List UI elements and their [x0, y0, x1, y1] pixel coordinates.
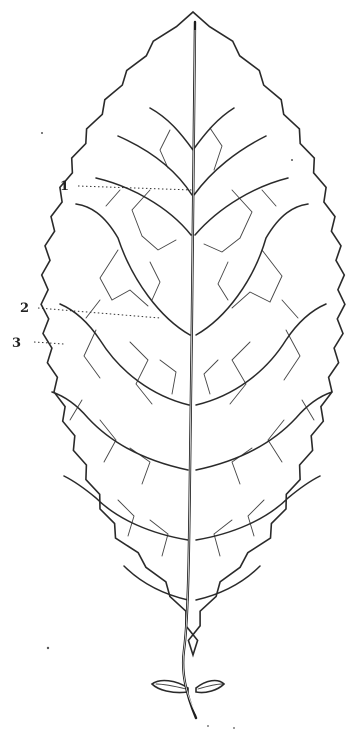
label-3: 3 [12, 336, 21, 351]
label-2: 2 [20, 301, 29, 316]
label-1: 1 [60, 179, 69, 194]
